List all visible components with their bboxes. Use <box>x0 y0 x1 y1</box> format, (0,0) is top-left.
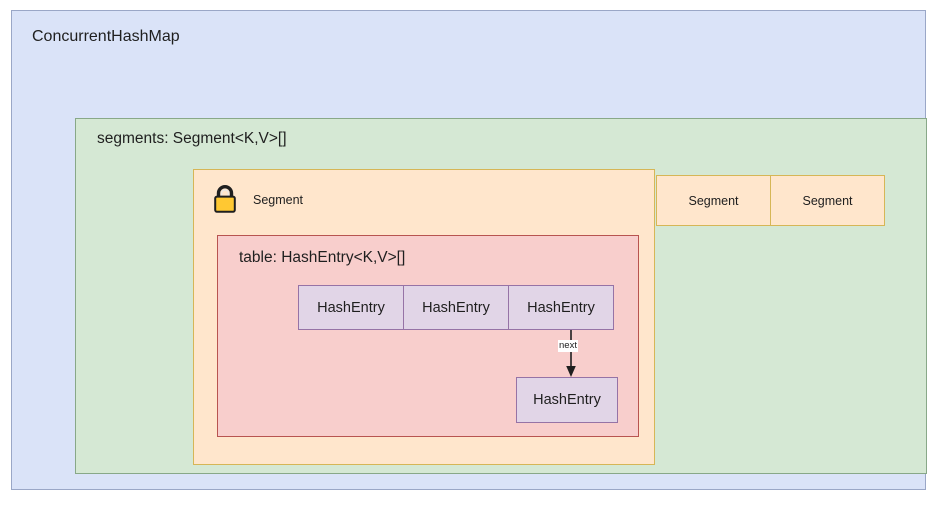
segments-array-container: segments: Segment<K,V>[] Segment table: … <box>75 118 927 474</box>
hashentry-cell: HashEntry <box>298 285 404 330</box>
table-array-label: table: HashEntry<K,V>[] <box>239 249 406 266</box>
next-link-label: next <box>558 340 578 352</box>
segments-array-label: segments: Segment<K,V>[] <box>97 130 287 147</box>
hashentry-cell: HashEntry <box>403 285 509 330</box>
next-arrow-icon <box>558 330 588 378</box>
hashentry-linked-cell: HashEntry <box>516 377 618 423</box>
concurrenthashmap-title: ConcurrentHashMap <box>32 28 180 45</box>
segment-main-label: Segment <box>253 193 304 207</box>
hashentry-row: HashEntry HashEntry HashEntry <box>298 285 614 330</box>
segment-side-cell: Segment <box>770 175 885 226</box>
padlock-icon <box>212 184 238 214</box>
hashentry-cell: HashEntry <box>508 285 614 330</box>
segment-side-cell: Segment <box>656 175 771 226</box>
concurrenthashmap-container: ConcurrentHashMap segments: Segment<K,V>… <box>11 10 927 490</box>
table-array-container: table: HashEntry<K,V>[] HashEntry HashEn… <box>217 235 639 437</box>
segment-main-container: Segment table: HashEntry<K,V>[] HashEntr… <box>193 169 655 465</box>
